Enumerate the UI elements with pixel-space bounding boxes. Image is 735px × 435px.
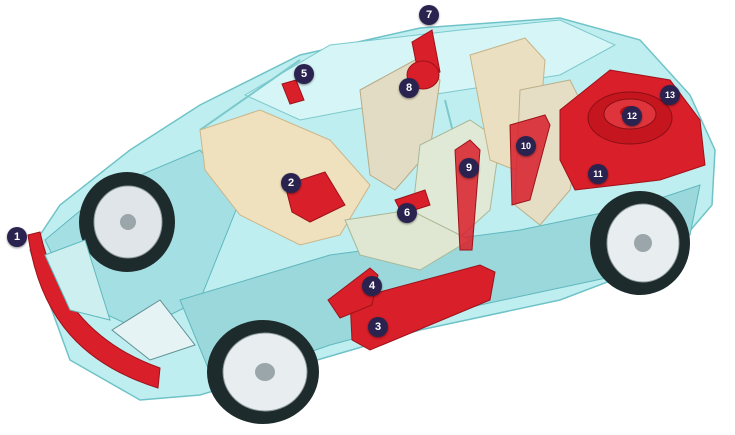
headlight	[111, 299, 196, 361]
front-right-wheel	[207, 320, 319, 424]
marker-12[interactable]: 12	[622, 106, 642, 126]
marker-9[interactable]: 9	[459, 158, 479, 178]
rear-right-wheel	[590, 191, 690, 295]
marker-10[interactable]: 10	[516, 136, 536, 156]
a-pillar	[199, 59, 301, 131]
marker-1[interactable]: 1	[7, 227, 27, 247]
a-pillar-trim-part	[281, 79, 305, 105]
marker-6[interactable]: 6	[397, 203, 417, 223]
marker-2[interactable]: 2	[281, 173, 301, 193]
grille	[44, 239, 111, 321]
marker-4[interactable]: 4	[362, 276, 382, 296]
front-left-wheel	[79, 172, 175, 272]
marker-3[interactable]: 3	[368, 317, 388, 337]
marker-7[interactable]: 7	[419, 5, 439, 25]
marker-11[interactable]: 11	[588, 164, 608, 184]
marker-13[interactable]: 13	[660, 85, 680, 105]
marker-8[interactable]: 8	[399, 78, 419, 98]
marker-5[interactable]: 5	[294, 64, 314, 84]
